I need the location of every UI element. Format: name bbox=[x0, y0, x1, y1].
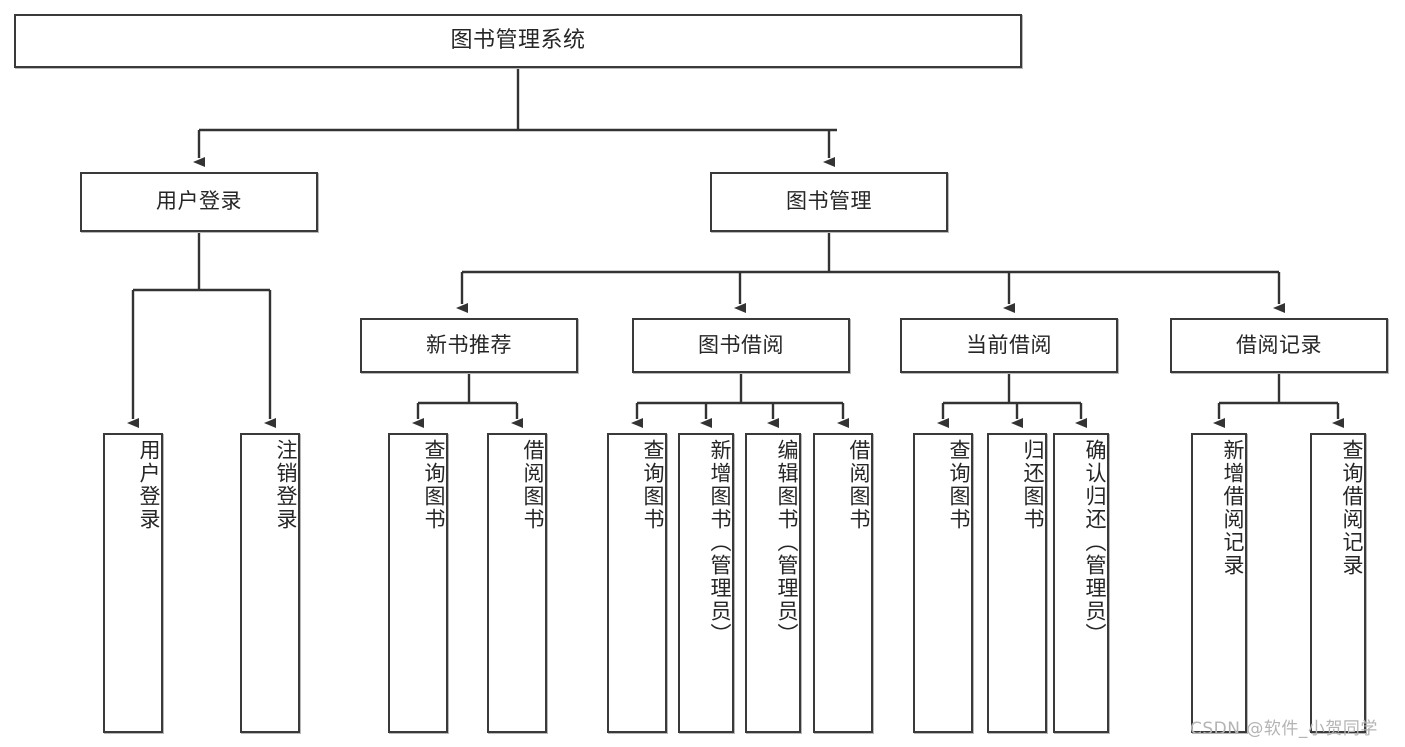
node-leaf-label: 查询借阅记录 bbox=[1340, 439, 1364, 577]
node-leaf-12[interactable]: 新增借阅记录 bbox=[1191, 433, 1247, 733]
node-leaf-7[interactable]: 编辑图书（管理员） bbox=[745, 433, 801, 733]
node-leaf-13[interactable]: 查询借阅记录 bbox=[1310, 433, 1366, 733]
node-leaf-label: 借阅图书 bbox=[847, 439, 871, 531]
node-leaf-label: 查询图书 bbox=[422, 439, 446, 531]
node-root-label: 图书管理系统 bbox=[450, 27, 586, 53]
node-leaf-2[interactable]: 注销登录 bbox=[240, 433, 300, 733]
node-leaf-label: 归还图书 bbox=[1021, 439, 1045, 531]
node-level3-3[interactable]: 当前借阅 bbox=[900, 318, 1118, 373]
node-level3-label: 新书推荐 bbox=[426, 332, 512, 357]
node-leaf-label: 新增借阅记录 bbox=[1221, 439, 1245, 577]
node-leaf-1[interactable]: 用户登录 bbox=[103, 433, 163, 733]
node-level3-1[interactable]: 新书推荐 bbox=[360, 318, 578, 373]
node-root[interactable]: 图书管理系统 bbox=[14, 14, 1022, 68]
node-leaf-10[interactable]: 归还图书 bbox=[987, 433, 1047, 733]
node-leaf-label: 查询图书 bbox=[947, 439, 971, 531]
node-level3-label: 借阅记录 bbox=[1236, 332, 1322, 357]
node-leaf-label: 注销登录 bbox=[274, 439, 298, 531]
node-level2-label: 图书管理 bbox=[786, 189, 872, 214]
node-leaf-9[interactable]: 查询图书 bbox=[913, 433, 973, 733]
node-level3-label: 当前借阅 bbox=[966, 332, 1052, 357]
node-leaf-label: 新增图书（管理员） bbox=[708, 439, 732, 646]
node-leaf-6[interactable]: 新增图书（管理员） bbox=[678, 433, 734, 733]
node-level2-1[interactable]: 用户登录 bbox=[80, 172, 318, 232]
node-leaf-11[interactable]: 确认归还（管理员） bbox=[1053, 433, 1109, 733]
node-level3-label: 图书借阅 bbox=[698, 332, 784, 357]
node-leaf-4[interactable]: 借阅图书 bbox=[487, 433, 547, 733]
node-leaf-label: 确认归还（管理员） bbox=[1083, 439, 1107, 646]
watermark: CSDN @软件_小贺同学 bbox=[1190, 719, 1378, 739]
node-leaf-label: 借阅图书 bbox=[521, 439, 545, 531]
node-level2-2[interactable]: 图书管理 bbox=[710, 172, 948, 232]
node-leaf-label: 用户登录 bbox=[137, 439, 161, 531]
node-leaf-label: 编辑图书（管理员） bbox=[775, 439, 799, 646]
node-leaf-3[interactable]: 查询图书 bbox=[388, 433, 448, 733]
node-level3-4[interactable]: 借阅记录 bbox=[1170, 318, 1388, 373]
node-leaf-label: 查询图书 bbox=[641, 439, 665, 531]
node-leaf-5[interactable]: 查询图书 bbox=[607, 433, 667, 733]
node-level2-label: 用户登录 bbox=[156, 189, 242, 214]
node-leaf-8[interactable]: 借阅图书 bbox=[813, 433, 873, 733]
node-level3-2[interactable]: 图书借阅 bbox=[632, 318, 850, 373]
